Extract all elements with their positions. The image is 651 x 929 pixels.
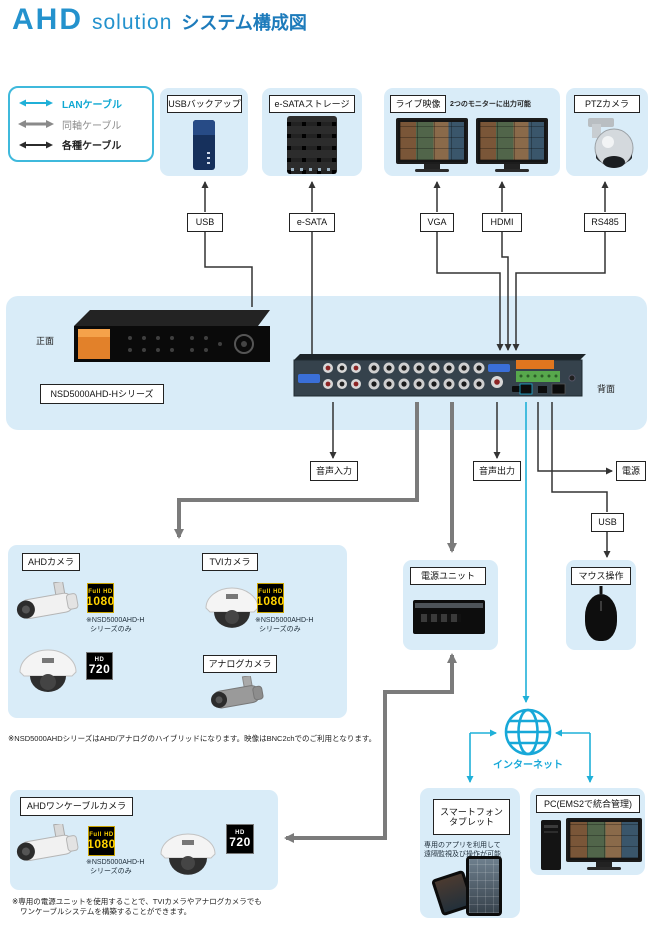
page-title: AHD solution システム構成図 [12, 3, 307, 37]
rs485-port-label: RS485 [584, 213, 626, 232]
usb-stick-image [193, 120, 215, 170]
hybrid-note: ※NSD5000AHDシリーズはAHD/アナログのハイブリッドになります。映像は… [8, 734, 377, 743]
onecable-note: ※専用の電源ユニットを使用することで、TVIカメラやアナログカメラでも ワンケー… [12, 897, 262, 916]
esata-enclosure-image [287, 116, 337, 174]
pc-monitor-screen [570, 822, 638, 858]
power-unit-image [413, 600, 485, 634]
wire-coax-onecable [284, 653, 457, 843]
power-port-label: 電源 [616, 461, 646, 481]
mouse-label: マウス操作 [571, 567, 631, 585]
usb-backup-label: USBバックアップ [167, 95, 242, 113]
lan-arrow-icon [19, 99, 53, 107]
usb-mouse-port-label: USB [591, 513, 624, 532]
legend-misc-row: 各種ケーブル [16, 137, 146, 152]
wire-power [537, 402, 613, 475]
dvr-front-caption: 正面 [36, 336, 55, 346]
internet-globe-icon [504, 708, 552, 756]
audio-out-label: 音声出力 [473, 461, 521, 481]
onecable-camera-label: AHDワンケーブルカメラ [20, 797, 133, 816]
analog-camera-label: アナログカメラ [203, 655, 277, 673]
vga-port-label: VGA [420, 213, 454, 232]
hdmi-port-label: HDMI [482, 213, 522, 232]
title-brand: AHD [12, 3, 83, 36]
live-view-label: ライブ映像 [390, 95, 446, 113]
audio-in-label: 音声入力 [310, 461, 358, 481]
monitor-1-screen [400, 122, 464, 160]
ahd-bullet-camera-image [16, 582, 79, 620]
wire-usb-down [204, 232, 253, 307]
smartphone-label: スマートフォン タブレット [433, 799, 510, 835]
internet-label: インターネット [493, 760, 563, 771]
power-unit-label: 電源ユニット [410, 567, 486, 585]
tvi-dome-camera-image [205, 587, 259, 628]
misc-arrow-icon [19, 141, 53, 149]
tvi-camera-label: TVIカメラ [202, 553, 258, 571]
cable-legend: LANケーブル 同軸ケーブル 各種ケーブル [8, 86, 154, 162]
legend-coax-row: 同軸ケーブル [16, 117, 146, 132]
phone-portrait-image [466, 856, 502, 916]
analog-bullet-camera-image [211, 676, 264, 709]
esata-port-label: e-SATA [289, 213, 335, 232]
monitor-2-image [476, 118, 548, 172]
pc-label: PC(EMS2で統合管理) [536, 795, 640, 813]
wire-rs485-down [512, 232, 606, 351]
legend-misc-label: 各種ケーブル [62, 141, 122, 153]
dvr-series-label: NSD5000AHD-Hシリーズ [40, 384, 164, 404]
pc-monitor-image [566, 818, 642, 870]
title-suffix: システム構成図 [181, 13, 307, 33]
dvr-rear-image [293, 354, 586, 397]
ahd-series-note: ※NSD5000AHD-H シリーズのみ [86, 617, 145, 634]
legend-coax-label: 同軸ケーブル [62, 120, 122, 132]
ahd-camera-label: AHDカメラ [22, 553, 80, 571]
coax-arrow-icon [18, 120, 54, 128]
onecable-dome-camera-image [160, 833, 216, 875]
ahd-dome-camera-image [19, 649, 77, 692]
pc-tower-image [541, 820, 561, 870]
legend-lan-row: LANケーブル [16, 96, 146, 111]
ptz-camera-image [588, 118, 634, 168]
monitor-2-screen [480, 122, 544, 160]
monitor-1-image [396, 118, 468, 172]
wire-vga-down [436, 232, 504, 351]
esata-storage-label: e-SATAストレージ [269, 95, 355, 113]
wire-usb-mouse-a [551, 402, 608, 512]
ptz-label: PTZカメラ [574, 95, 640, 113]
dvr-rear-caption: 背面 [597, 384, 616, 394]
mouse-image [585, 594, 617, 641]
onecable-series-note: ※NSD5000AHD-H シリーズのみ [86, 859, 145, 876]
live-view-note: 2つのモニターに出力可能 [450, 101, 531, 108]
legend-lan-label: LANケーブル [62, 99, 122, 111]
smartphone-note: 専用のアプリを利用して 遠隔監視及び操作が可能 [424, 842, 501, 859]
title-solution: solution [92, 11, 173, 34]
dvr-front-image [74, 310, 270, 362]
wire-coax-cameras [174, 402, 419, 539]
onecable-bullet-camera-image [16, 824, 79, 862]
tvi-series-note: ※NSD5000AHD-H シリーズのみ [255, 617, 314, 634]
wire-hdmi-down [501, 232, 512, 351]
usb-port-label: USB [187, 213, 223, 232]
